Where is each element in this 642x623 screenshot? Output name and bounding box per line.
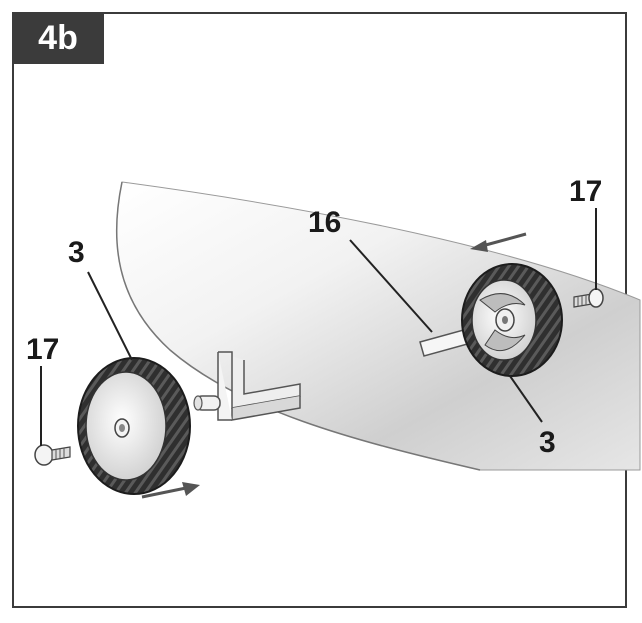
- arrow-right-icon: [141, 482, 200, 499]
- label-right-screw: 17: [569, 175, 603, 208]
- leader-right-wheel: [509, 375, 543, 423]
- left-wheel: [77, 357, 191, 495]
- label-axle: 16: [308, 206, 342, 239]
- tank-edge: [115, 181, 481, 471]
- leader-left-wheel: [87, 271, 133, 361]
- label-left-wheel: 3: [68, 236, 85, 269]
- label-left-screw: 17: [26, 333, 60, 366]
- stand-bracket: [217, 351, 301, 421]
- right-screw: [573, 288, 604, 308]
- left-axle-stub: [193, 395, 221, 411]
- left-screw: [34, 444, 71, 466]
- step-badge: 4b: [12, 12, 104, 64]
- right-wheel: [461, 263, 563, 377]
- arrow-left-icon: [470, 232, 527, 252]
- label-right-wheel: 3: [539, 426, 556, 459]
- leader-axle: [349, 239, 433, 333]
